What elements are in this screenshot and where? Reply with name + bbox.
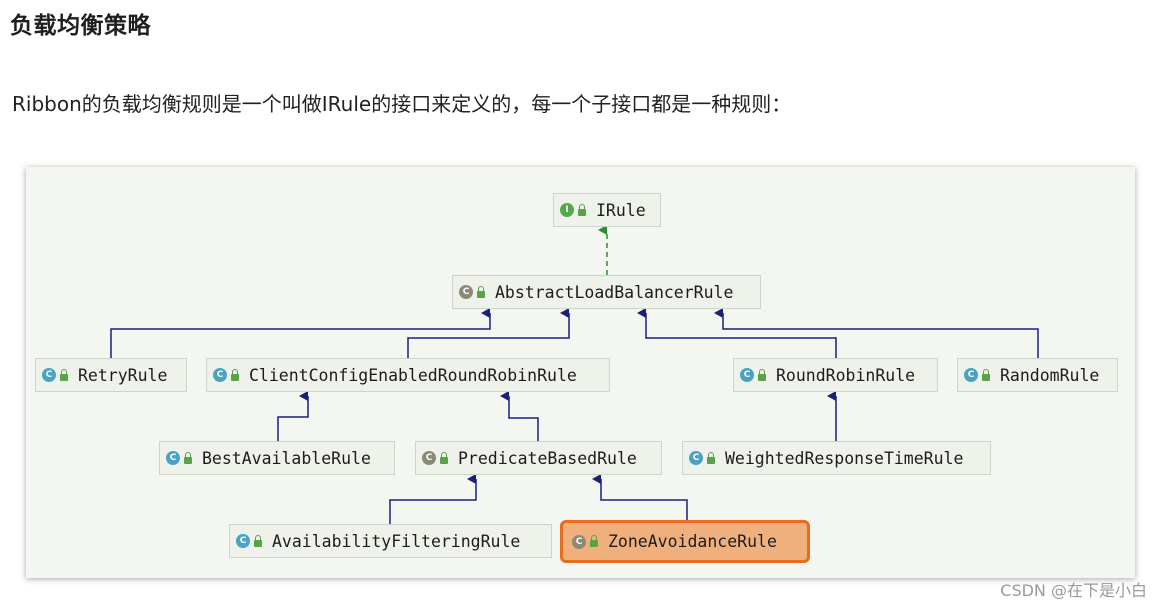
class-icon: C — [740, 368, 754, 382]
node-abstract-load-balancer-rule: C AbstractLoadBalancerRule — [452, 275, 761, 309]
node-zone-avoidance-rule-highlighted: C ZoneAvoidanceRule — [560, 520, 810, 563]
node-label: RandomRule — [1000, 365, 1100, 385]
edge-roundrobin-abstract — [637, 308, 837, 358]
public-lock-icon — [254, 534, 262, 547]
node-label: WeightedResponseTimeRule — [725, 448, 964, 468]
public-lock-icon — [60, 368, 68, 381]
node-predicate-based-rule: C PredicateBasedRule — [415, 441, 662, 475]
node-label: AvailabilityFilteringRule — [272, 531, 521, 551]
node-best-available-rule: C BestAvailableRule — [159, 441, 395, 475]
edge-clientconfig-abstract — [407, 308, 570, 358]
abstract-class-icon: C — [422, 451, 436, 465]
node-irule: I IRule — [553, 193, 661, 227]
node-label: IRule — [596, 200, 646, 220]
node-random-rule: C RandomRule — [957, 358, 1118, 392]
node-label: ZoneAvoidanceRule — [608, 532, 777, 551]
public-lock-icon — [184, 451, 192, 464]
node-retry-rule: C RetryRule — [35, 358, 187, 392]
node-label: AbstractLoadBalancerRule — [495, 282, 734, 302]
public-lock-icon — [707, 451, 715, 464]
public-lock-icon — [590, 535, 598, 547]
edge-zone-predicate — [592, 474, 688, 520]
hierarchy-edges — [110, 225, 1039, 524]
class-icon: C — [572, 534, 586, 549]
node-label: BestAvailableRule — [202, 448, 371, 468]
class-icon: C — [236, 534, 250, 548]
node-label: RoundRobinRule — [776, 365, 916, 385]
intro-paragraph: Ribbon的负载均衡规则是一个叫做IRule的接口来定义的，每一个子接口都是一… — [12, 92, 792, 116]
abstract-class-icon: C — [459, 285, 473, 299]
class-icon: C — [689, 451, 703, 465]
node-label: ClientConfigEnabledRoundRobinRule — [249, 365, 577, 385]
node-label: PredicateBasedRule — [458, 448, 637, 468]
edge-bestavailable-clientconfig — [277, 391, 309, 441]
public-lock-icon — [477, 285, 485, 298]
class-icon: C — [213, 368, 227, 382]
csdn-watermark: CSDN @在下是小白 — [1000, 581, 1147, 600]
public-lock-icon — [440, 451, 448, 464]
class-icon: C — [964, 368, 978, 382]
public-lock-icon — [982, 368, 990, 381]
edge-predicate-clientconfig — [500, 391, 539, 441]
class-icon: C — [166, 451, 180, 465]
class-icon: C — [42, 368, 56, 382]
node-weighted-response-time-rule: C WeightedResponseTimeRule — [682, 441, 991, 475]
node-client-config-enabled-round-robin-rule: C ClientConfigEnabledRoundRobinRule — [206, 358, 610, 392]
public-lock-icon — [758, 368, 766, 381]
edge-retry-abstract — [110, 308, 491, 358]
edge-random-abstract — [714, 308, 1039, 358]
interface-icon: I — [560, 203, 574, 217]
edge-availability-predicate — [389, 474, 477, 524]
node-round-robin-rule: C RoundRobinRule — [733, 358, 938, 392]
section-heading: 负载均衡策略 — [10, 13, 151, 39]
node-availability-filtering-rule: C AvailabilityFilteringRule — [229, 524, 552, 558]
class-hierarchy-diagram: I IRule C AbstractLoadBalancerRule C Ret… — [26, 167, 1135, 578]
public-lock-icon — [578, 203, 586, 216]
public-lock-icon — [231, 368, 239, 381]
node-label: RetryRule — [78, 365, 168, 385]
